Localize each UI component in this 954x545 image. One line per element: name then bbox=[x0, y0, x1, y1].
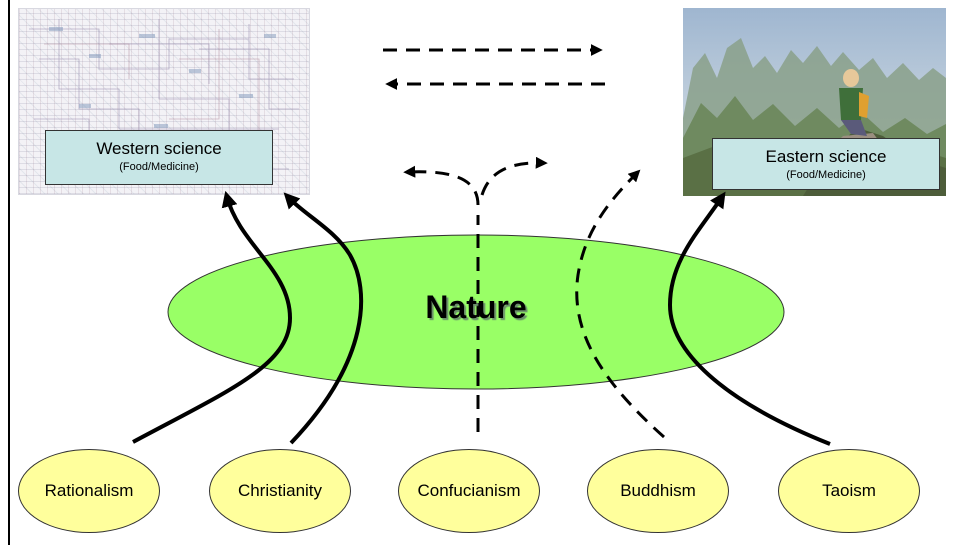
rationalism-arrow bbox=[132, 190, 293, 444]
tradition-rationalism: Rationalism bbox=[18, 449, 160, 533]
eastern-science-title: Eastern science bbox=[765, 147, 887, 166]
western-science-subtitle: (Food/Medicine) bbox=[119, 161, 199, 173]
tradition-buddhism: Buddhism bbox=[587, 449, 729, 533]
buddhism-arrow bbox=[575, 169, 665, 439]
western-science-title: Western science bbox=[96, 139, 222, 158]
taoism-arrow bbox=[667, 191, 831, 446]
left-border-line bbox=[8, 0, 10, 545]
confucianism-arrow-left bbox=[403, 165, 480, 206]
nature-ellipse bbox=[167, 234, 785, 390]
eastern-science-subtitle: (Food/Medicine) bbox=[786, 169, 866, 181]
western-science-box: Western science (Food/Medicine) bbox=[45, 130, 273, 185]
tradition-taoism: Taoism bbox=[778, 449, 920, 533]
nature-label: Nature bbox=[425, 289, 527, 325]
christianity-arrow bbox=[283, 192, 364, 445]
tradition-confucianism: Confucianism bbox=[398, 449, 540, 533]
tradition-christianity: Christianity bbox=[209, 449, 351, 533]
confucianism-arrow-right bbox=[480, 156, 548, 196]
eastern-science-box: Eastern science (Food/Medicine) bbox=[712, 138, 940, 190]
